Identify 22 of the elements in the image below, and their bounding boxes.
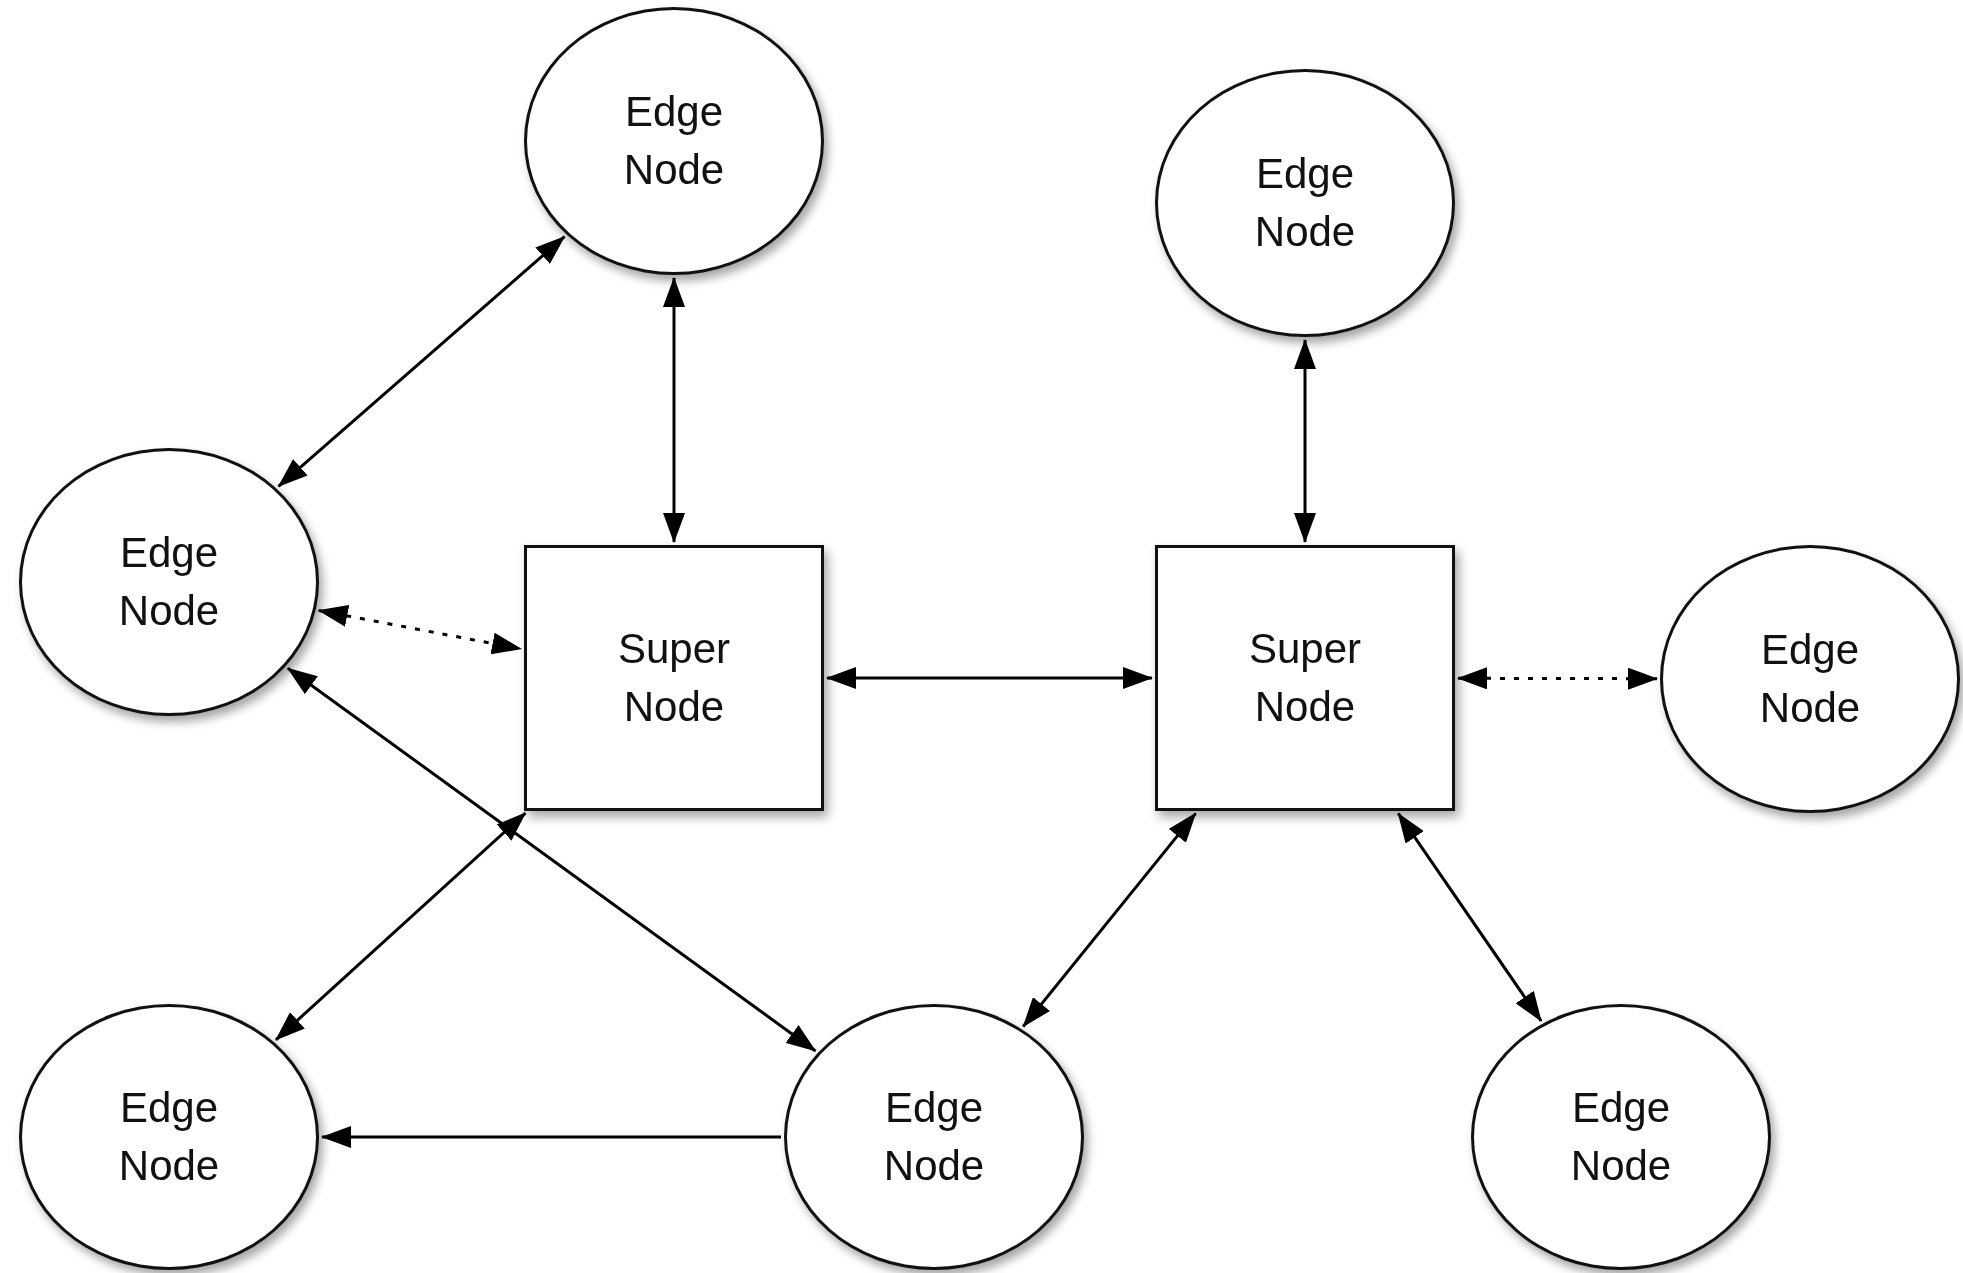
super-node-box xyxy=(1155,545,1455,811)
double-arrow xyxy=(1294,339,1316,543)
node-label: Edge Node xyxy=(1759,625,1861,733)
node-label: Edge Node xyxy=(118,528,220,636)
double-arrow xyxy=(277,235,566,488)
node-label: Edge Node xyxy=(1254,149,1356,257)
double-arrow xyxy=(287,667,817,1053)
node-label: Edge Node xyxy=(1570,1083,1672,1191)
node-label: Super Node xyxy=(1248,624,1362,732)
double-arrow xyxy=(274,811,527,1041)
double-arrow xyxy=(1397,812,1543,1022)
node-label: Edge Node xyxy=(623,87,725,195)
super-node-box xyxy=(524,545,824,811)
dashed-double-arrow xyxy=(1457,667,1658,690)
node-label: Edge Node xyxy=(883,1083,985,1191)
double-arrow xyxy=(663,277,685,543)
node-label: Edge Node xyxy=(118,1083,220,1191)
double-arrow xyxy=(1022,812,1197,1028)
dashed-double-arrow xyxy=(317,605,523,655)
arrow xyxy=(321,1126,781,1148)
double-arrow xyxy=(826,667,1153,689)
node-label: Super Node xyxy=(617,624,731,732)
